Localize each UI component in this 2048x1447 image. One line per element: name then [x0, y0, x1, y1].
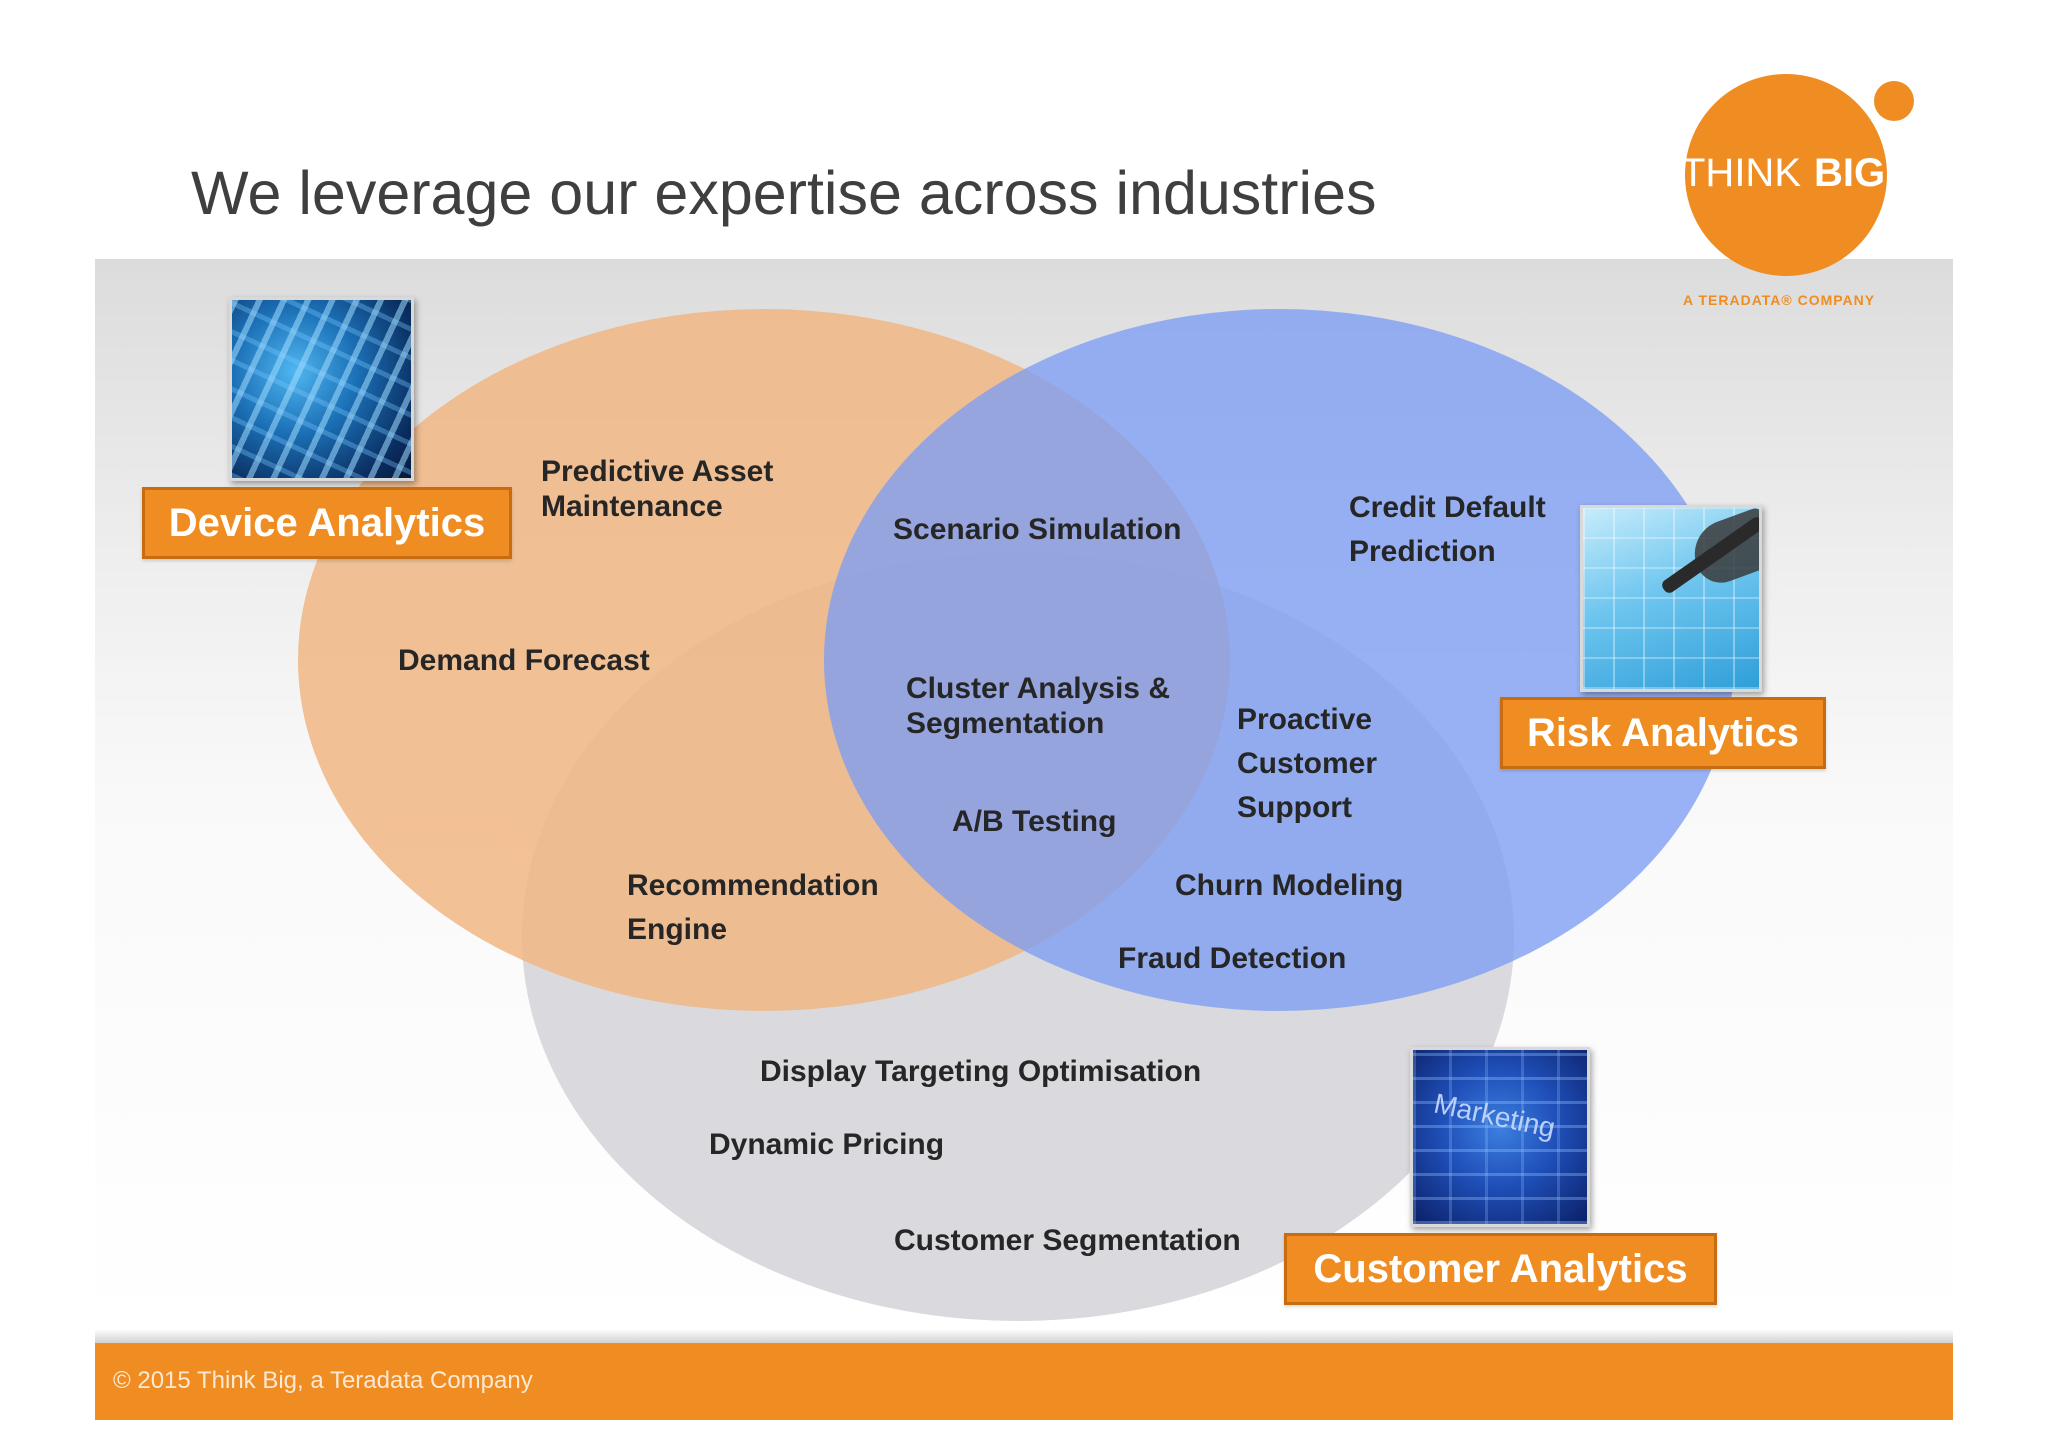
marketing-word: Marketing [1431, 1087, 1558, 1144]
label-display-targeting: Display Targeting Optimisation [760, 1055, 1202, 1088]
thinkbig-logo: THINK BIG [1681, 74, 1914, 276]
footer-bar: © 2015 Think Big, a Teradata Company [95, 1343, 1953, 1420]
logo-wordmark-big: BIG [1814, 151, 1885, 195]
footer-shadow [95, 1329, 1953, 1343]
category-risk-analytics: Risk Analytics [1500, 697, 1826, 769]
label-line: Predictive Asset [541, 455, 774, 488]
footer-copyright: © 2015 Think Big, a Teradata Company [113, 1367, 533, 1394]
label-credit-default: Credit Default Prediction [1349, 486, 1546, 574]
label-fraud-detection: Fraud Detection [1118, 942, 1347, 975]
slide-title: We leverage our expertise across industr… [191, 159, 1377, 227]
label-churn-modeling: Churn Modeling [1175, 869, 1404, 902]
label-line: Credit Default [1349, 491, 1546, 524]
logo-wordmark-think: THINK [1681, 151, 1801, 195]
label-line: Cluster Analysis & [906, 672, 1170, 705]
logo-circle [1685, 74, 1887, 276]
label-line: Maintenance [541, 490, 723, 523]
label-cluster-analysis: Cluster Analysis & Segmentation [906, 671, 1170, 741]
label-predictive-asset: Predictive Asset Maintenance [541, 454, 773, 524]
label-recommendation-engine: Recommendation Engine [627, 864, 879, 952]
logo-tagline: A TERADATA® COMPANY [1683, 292, 1876, 308]
logo-dot [1874, 81, 1914, 121]
label-line: Proactive [1237, 703, 1373, 736]
label-line: Segmentation [906, 707, 1105, 740]
device-analytics-photo [229, 297, 414, 481]
label-dynamic-pricing: Dynamic Pricing [709, 1128, 945, 1161]
risk-analytics-photo [1580, 505, 1762, 692]
label-line: Customer [1237, 747, 1378, 780]
label-ab-testing: A/B Testing [952, 805, 1117, 838]
label-line: Prediction [1349, 535, 1496, 568]
category-customer-analytics: Customer Analytics [1284, 1233, 1717, 1305]
label-line: Engine [627, 913, 728, 946]
label-demand-forecast: Demand Forecast [398, 644, 650, 677]
customer-analytics-photo: Marketing [1410, 1047, 1590, 1227]
label-line: Support [1237, 791, 1352, 824]
label-customer-segmentation: Customer Segmentation [894, 1224, 1241, 1257]
label-proactive-support: Proactive Customer Support [1237, 698, 1377, 830]
label-scenario-simulation: Scenario Simulation [893, 513, 1182, 546]
venn-circle-risk [824, 309, 1734, 1011]
label-line: Recommendation [627, 869, 879, 902]
category-device-analytics: Device Analytics [142, 487, 512, 559]
